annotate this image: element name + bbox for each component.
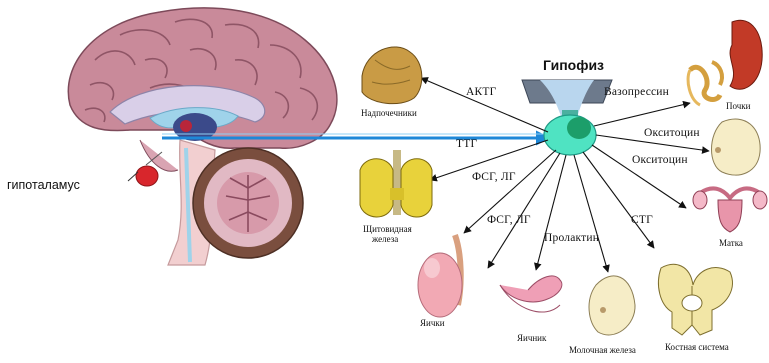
organ-uterus-label: Матка: [719, 238, 743, 248]
ovary-icon: [500, 276, 562, 312]
hormone-ttg: ТТГ: [456, 138, 477, 150]
organ-mammary-label: Молочная железа: [569, 345, 636, 355]
uterus-icon: [693, 188, 767, 232]
hormone-stg: СТГ: [631, 214, 653, 226]
hormone-actg: АКТГ: [466, 86, 496, 98]
arrow-kidneys: [594, 103, 690, 126]
organ-kidneys-label: Почки: [726, 101, 750, 111]
pituitary-title: Гипофиз: [543, 57, 604, 73]
thyroid-icon: [360, 150, 432, 217]
brain-illustration: [68, 8, 337, 265]
kidneys-icon: [688, 20, 762, 105]
hormone-fsg-lg-1: ФСГ, ЛГ: [472, 171, 516, 183]
organ-adrenal-label: Надпочечники: [361, 108, 417, 118]
arrow-mammary-1: [536, 155, 566, 270]
organ-thyroid-label-1: Щитовидная: [363, 224, 412, 234]
hormone-fsg-lg-2: ФСГ, ЛГ: [487, 214, 531, 226]
organ-skeleton-label: Костная система: [665, 342, 729, 352]
hypothalamus-label: гипоталамус: [7, 178, 80, 192]
hormone-oxytocin-1: Окситоцин: [644, 127, 700, 139]
mammary-icon: [589, 276, 635, 335]
hypothalamus-blob: [136, 166, 158, 186]
arrow-mammary-2: [574, 155, 608, 272]
organ-thyroid-label-2: железа: [372, 234, 398, 244]
hormone-prolactin: Пролактин: [544, 232, 599, 244]
adrenal-gland-icon: [362, 47, 422, 104]
cerebellum: [193, 148, 303, 258]
organ-testes-label: Яички: [420, 318, 445, 328]
hormone-vasopressin: Вазопрессин: [604, 86, 669, 98]
breast-icon: [712, 119, 761, 175]
hormone-oxytocin-2: Окситоцин: [632, 154, 688, 166]
organ-ovaries-label: Яичник: [517, 333, 546, 343]
testes-icon: [418, 235, 462, 317]
skeleton-icon: [658, 264, 732, 335]
